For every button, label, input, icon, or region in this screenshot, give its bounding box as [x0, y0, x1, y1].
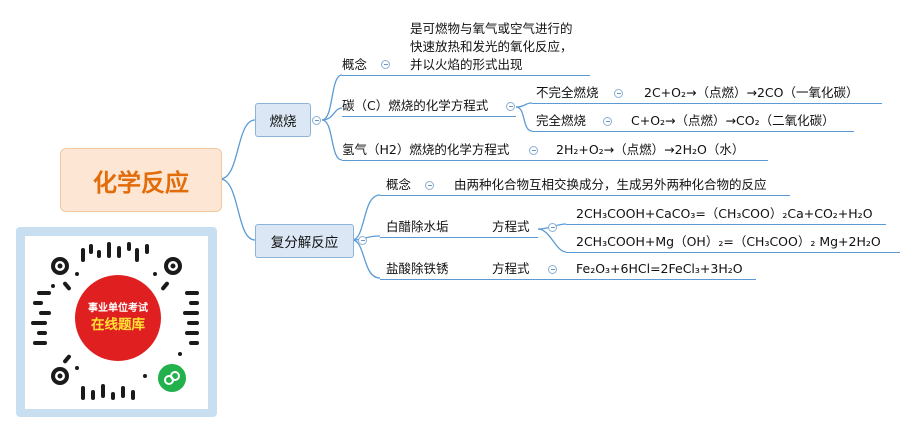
hcl-label: 盐酸除铁锈 — [386, 261, 449, 276]
collapse-icon[interactable] — [506, 102, 515, 111]
vinegar-formula-label: 方程式 — [492, 219, 530, 234]
root-label: 化学反应 — [93, 168, 189, 197]
collapse-icon[interactable] — [425, 181, 434, 190]
underline — [380, 279, 756, 280]
collapse-icon[interactable] — [358, 236, 367, 245]
collapse-icon[interactable] — [603, 117, 612, 126]
collapse-icon[interactable] — [548, 223, 557, 232]
hydrogen-equation: 2H₂+O₂→（点燃）→2H₂O（水） — [556, 142, 745, 157]
vinegar-equation-2: 2CH₃COOH+Mg（OH）₂=（CH₃COO）₂ Mg+2H₂O — [576, 234, 881, 249]
combustion-concept-line2: 快速放热和发光的氧化反应， — [410, 39, 573, 54]
double-decomposition-concept-label: 概念 — [386, 177, 412, 192]
underline — [380, 195, 790, 196]
topic-double-decomposition[interactable]: 复分解反应 — [255, 224, 354, 258]
complete-combustion-label: 完全燃烧 — [536, 113, 587, 128]
incomplete-combustion-equation: 2C+O₂→（点燃）→2CO（一氧化碳） — [644, 85, 859, 100]
incomplete-combustion-label: 不完全燃烧 — [536, 85, 599, 100]
combustion-concept-line1: 是可燃物与氧气或空气进行的 — [410, 21, 573, 36]
hcl-formula-label: 方程式 — [492, 261, 530, 276]
vinegar-label: 白醋除水垢 — [386, 219, 449, 234]
root-node[interactable]: 化学反应 — [60, 148, 222, 212]
vinegar-equation-1: 2CH₃COOH+CaCO₃=（CH₃COO）₂Ca+CO₂+H₂O — [576, 206, 873, 221]
underline — [532, 131, 854, 132]
collapse-icon[interactable] — [312, 116, 321, 125]
qr-pattern-icon — [31, 242, 199, 400]
carbon-label: 碳（C）燃烧的化学方程式 — [342, 98, 489, 113]
question-bank-badge: 事业单位考试 在线题库 — [75, 275, 161, 361]
underline — [342, 116, 516, 117]
underline — [532, 103, 882, 104]
collapse-icon[interactable] — [548, 265, 557, 274]
collapse-icon[interactable] — [614, 89, 623, 98]
wechat-miniprogram-icon — [156, 362, 188, 394]
topic-combustion-label: 燃烧 — [269, 114, 297, 130]
topic-combustion[interactable]: 燃烧 — [255, 103, 311, 137]
hydrogen-label: 氢气（H2）燃烧的化学方程式 — [342, 142, 510, 157]
topic-double-decomposition-label: 复分解反应 — [270, 235, 339, 251]
underline — [342, 160, 768, 161]
combustion-concept-label: 概念 — [342, 57, 368, 72]
badge-line2: 在线题库 — [91, 317, 145, 333]
double-decomposition-concept-text: 由两种化合物互相交换成分，生成另外两种化合物的反应 — [454, 177, 767, 192]
underline — [566, 224, 886, 225]
collapse-icon[interactable] — [381, 60, 390, 69]
wechat-symbol-icon — [164, 371, 180, 385]
collapse-icon[interactable] — [529, 146, 538, 155]
combustion-concept-line3: 并以火焰的形式出现 — [410, 57, 523, 72]
badge-line1: 事业单位考试 — [88, 303, 148, 314]
underline — [342, 75, 590, 76]
underline — [380, 237, 538, 238]
complete-combustion-equation: C+O₂→（点燃）→CO₂（二氧化碳） — [631, 113, 835, 128]
hcl-equation: Fe₂O₃+6HCl=2FeCl₃+3H₂O — [576, 261, 743, 276]
underline — [566, 252, 900, 253]
